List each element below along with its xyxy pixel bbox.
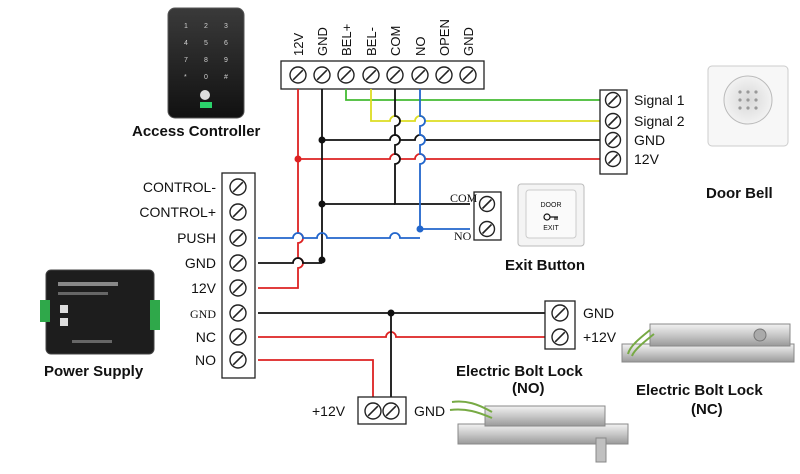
svg-text:7: 7 [184,57,188,64]
svg-text:4: 4 [184,40,188,47]
access-controller-label-5: NO [413,37,428,57]
bolt-nc-gnd-label: GND [583,305,614,321]
svg-text:5: 5 [204,40,208,47]
bolt-nc-subtitle: (NC) [691,401,723,418]
power-supply-label-2: PUSH [177,230,216,246]
bolt-nc-terminal-1-slot [554,331,566,343]
access-controller-terminal-1-slot [316,69,328,81]
door-bell-label-2: GND [634,132,665,148]
bolt-nc-terminal-0-slot [554,307,566,319]
svg-text:8: 8 [204,57,208,64]
svg-text:2: 2 [204,23,208,30]
access-controller-terminal-5-slot [414,69,426,81]
door-bell-terminal-0-slot [607,94,619,106]
access-controller-terminal-4-slot [389,69,401,81]
access-controller-label-3: BEL- [364,27,379,56]
door-bell-title: Door Bell [706,185,773,202]
power-supply-terminal-2-slot [232,232,244,244]
power-supply-terminal-7-slot [232,354,244,366]
access-controller-terminal-7-slot [462,69,474,81]
access-controller-label-7: GND [461,27,476,56]
access-controller-terminal-block [280,60,485,90]
junction-dots [294,136,424,317]
bolt-no-12v-label: +12V [312,403,346,419]
access-controller-device: 1 2 3 4 5 6 7 8 9 * 0 # [167,7,245,119]
exit-button-face-top: DOOR [541,202,562,209]
access-controller-terminal-0-slot [292,69,304,81]
power-supply-label-5: GND [190,307,216,321]
exit-button-title: Exit Button [505,257,585,274]
bolt-no-gnd-label: GND [414,403,445,419]
door-bell-label-3: 12V [634,151,660,167]
door-bell-device [707,65,789,147]
svg-text:1: 1 [184,23,188,30]
bolt-no-title: Electric Bolt Lock [456,363,583,380]
bolt-no-terminal-0-slot [367,405,379,417]
power-supply-terminal-4-slot [232,282,244,294]
power-supply-title: Power Supply [44,363,144,380]
power-supply-label-0: CONTROL- [143,179,216,195]
svg-text:3: 3 [224,23,228,30]
exit-button-device: DOOR EXIT [517,183,585,247]
access-controller-terminal-6-slot [438,69,450,81]
door-bell-terminal-3-slot [607,153,619,165]
access-controller-title: Access Controller [132,123,261,140]
bolt-nc-12v-label: +12V [583,329,617,345]
access-controller-label-0: 12V [291,33,306,56]
svg-text:0: 0 [204,74,208,81]
exit-button-com-label: COM [450,191,478,205]
power-supply-label-1: CONTROL+ [139,204,216,220]
svg-text:6: 6 [224,40,228,47]
power-supply-terminal-6-slot [232,331,244,343]
door-bell-label-1: Signal 2 [634,113,685,129]
exit-button-terminal-1-slot [481,223,493,235]
power-supply-label-4: 12V [191,280,217,296]
door-bell-terminal-2-slot [607,134,619,146]
bolt-no-subtitle: (NO) [512,380,545,397]
bolt-no-device [449,400,629,463]
wires [258,89,608,400]
svg-text:#: # [224,74,228,81]
power-supply-terminal-3-slot [232,257,244,269]
bolt-no-terminal-1-slot [385,405,397,417]
bolt-nc-title: Electric Bolt Lock [636,382,763,399]
bolt-nc-device [621,323,795,363]
power-supply-terminal-1-slot [232,206,244,218]
access-controller-label-2: BEL+ [339,24,354,56]
power-supply-device [40,269,160,355]
access-controller-terminal-2-slot [340,69,352,81]
access-controller-screws [289,66,477,84]
exit-button-no-label: NO [454,229,472,243]
access-controller-label-1: GND [315,27,330,56]
power-supply-terminal-0-slot [232,181,244,193]
svg-text:*: * [184,74,187,81]
power-supply-terminal-5-slot [232,307,244,319]
power-supply-label-6: NC [196,329,216,345]
access-controller-label-6: OPEN [437,19,452,56]
exit-button-terminal-0-slot [481,198,493,210]
svg-text:9: 9 [224,57,228,64]
door-bell-label-0: Signal 1 [634,92,685,108]
exit-button-face-bottom: EXIT [543,225,559,232]
power-supply-label-3: GND [185,255,216,271]
power-supply-label-7: NO [195,352,216,368]
access-controller-label-4: COM [388,26,403,56]
access-controller-terminal-3-slot [365,69,377,81]
door-bell-terminal-1-slot [607,115,619,127]
